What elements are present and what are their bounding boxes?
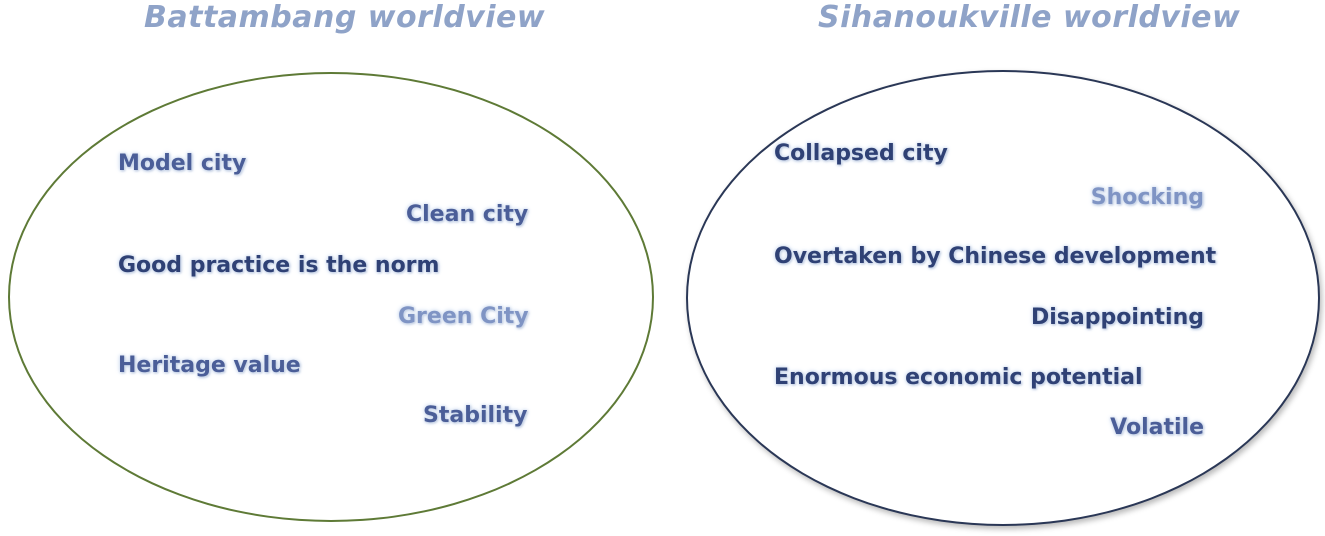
term-collapsed-city: Collapsed city <box>774 141 948 166</box>
term-shocking: Shocking <box>1090 185 1204 210</box>
term-overtaken-by-chinese-development: Overtaken by Chinese development <box>774 244 1217 269</box>
sihanoukville-title: Sihanoukville worldview <box>818 0 1241 35</box>
term-model-city: Model city <box>118 151 247 176</box>
term-heritage-value: Heritage value <box>118 353 301 378</box>
term-volatile: Volatile <box>1110 415 1204 440</box>
term-clean-city: Clean city <box>406 202 529 227</box>
term-stability: Stability <box>423 403 528 428</box>
battambang-title: Battambang worldview <box>144 0 546 35</box>
term-enormous-economic-potential: Enormous economic potential <box>774 365 1143 390</box>
term-disappointing: Disappointing <box>1030 305 1204 330</box>
sihanoukville-ellipse <box>686 70 1320 526</box>
term-green-city: Green City <box>398 304 529 329</box>
battambang-ellipse <box>8 72 654 522</box>
term-good-practice: Good practice is the norm <box>118 253 440 278</box>
